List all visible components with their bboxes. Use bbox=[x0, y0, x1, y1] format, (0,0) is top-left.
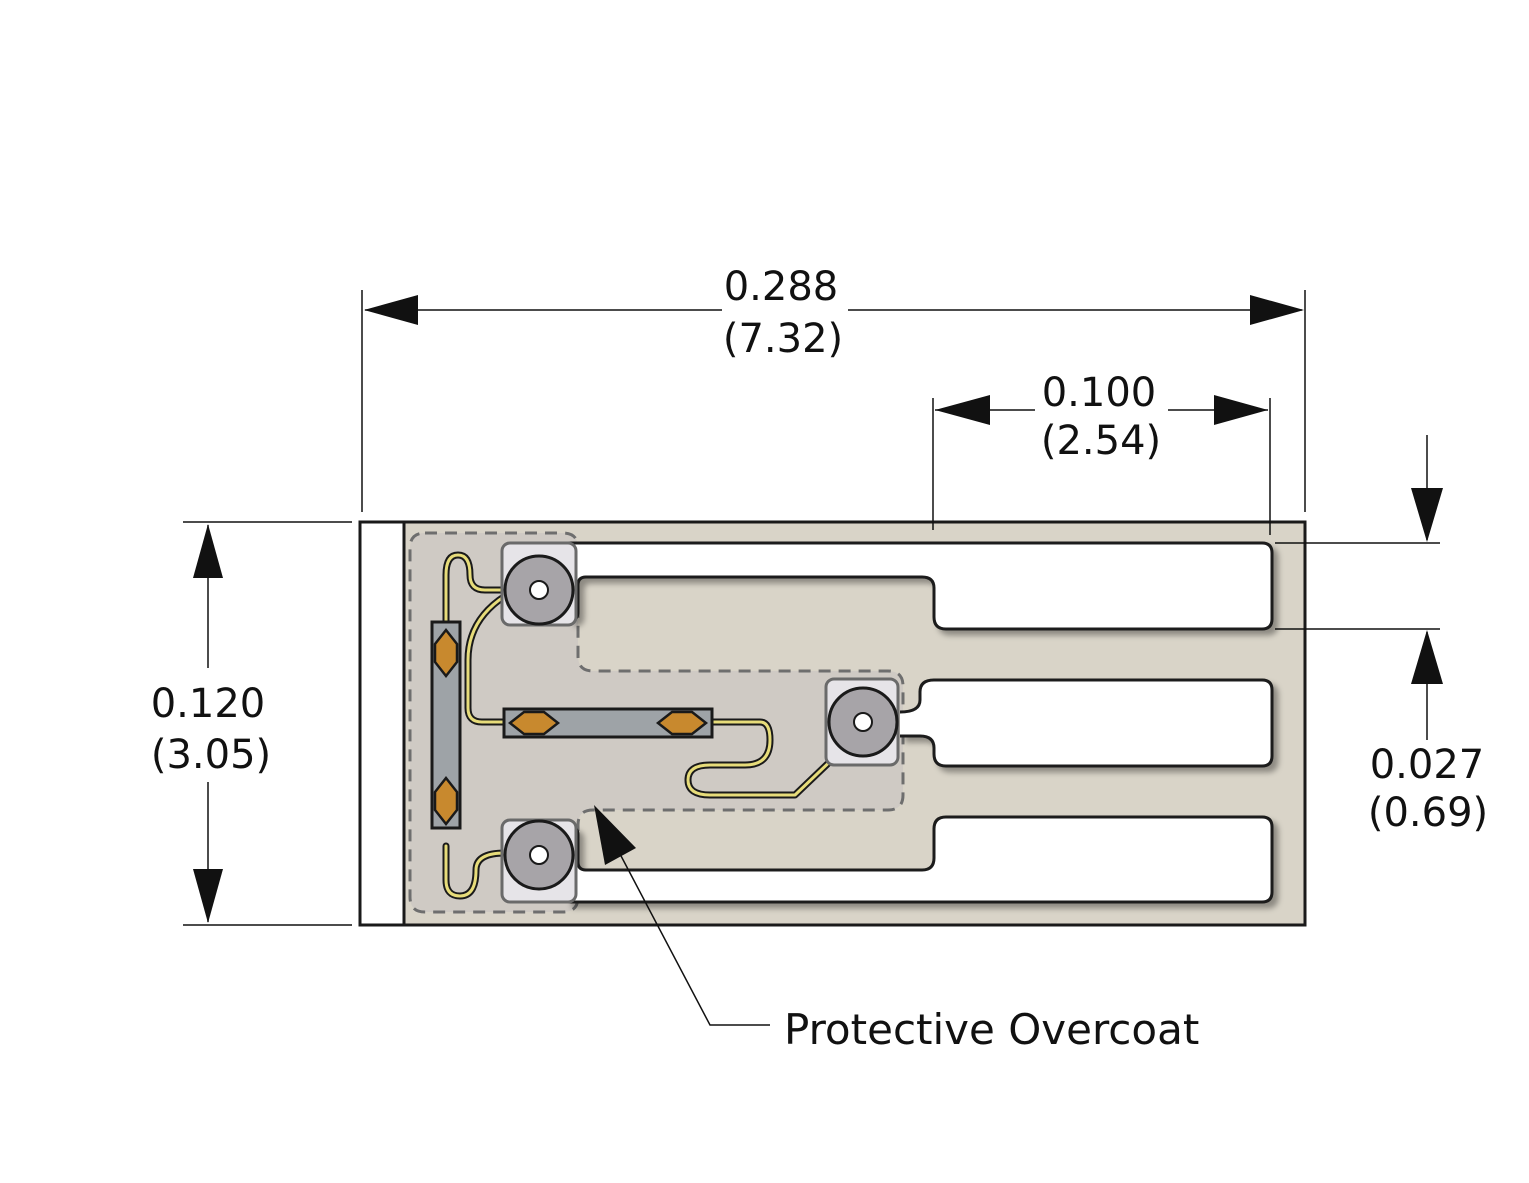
overall-length-in: 0.288 bbox=[724, 264, 839, 310]
callout-leader bbox=[594, 805, 770, 1026]
arrowhead-right-icon bbox=[1214, 395, 1268, 425]
resistor-element bbox=[433, 775, 459, 827]
via-bottom bbox=[500, 818, 578, 904]
arrowhead-up-icon bbox=[1411, 630, 1443, 684]
pad-width-in: 0.027 bbox=[1370, 742, 1485, 788]
conductor-trace bbox=[442, 551, 844, 900]
resistor-elements bbox=[433, 627, 709, 827]
terminal-pad-top bbox=[566, 541, 1274, 631]
resistor-element bbox=[507, 710, 561, 736]
pad-length-mm: (2.54) bbox=[1041, 418, 1161, 464]
arrowhead-up-icon bbox=[193, 524, 223, 578]
resistor-element bbox=[433, 627, 459, 679]
arrowhead-down-icon bbox=[1411, 488, 1443, 542]
callout-arrowhead-icon bbox=[594, 805, 636, 865]
chip-end-band bbox=[358, 520, 406, 927]
overall-height-in: 0.120 bbox=[151, 681, 266, 727]
chip-body bbox=[358, 520, 1307, 927]
pad-width-mm: (0.69) bbox=[1368, 790, 1488, 836]
callout-label: Protective Overcoat bbox=[784, 1005, 1199, 1054]
pad-length-in: 0.100 bbox=[1042, 370, 1157, 416]
dimension-overall-length bbox=[361, 290, 1306, 512]
arrowhead-left-icon bbox=[935, 395, 990, 425]
overall-height-mm: (3.05) bbox=[151, 732, 271, 778]
terminal-pad-middle bbox=[899, 678, 1274, 768]
arrowhead-left-icon bbox=[364, 295, 418, 325]
overall-length-mm: (7.32) bbox=[723, 316, 843, 362]
terminal-pad-bottom bbox=[566, 815, 1274, 904]
resistor-element bbox=[655, 710, 709, 736]
via-middle bbox=[824, 677, 900, 767]
arrowhead-down-icon bbox=[193, 869, 223, 923]
arrowhead-right-icon bbox=[1250, 295, 1304, 325]
via-top bbox=[500, 541, 578, 627]
